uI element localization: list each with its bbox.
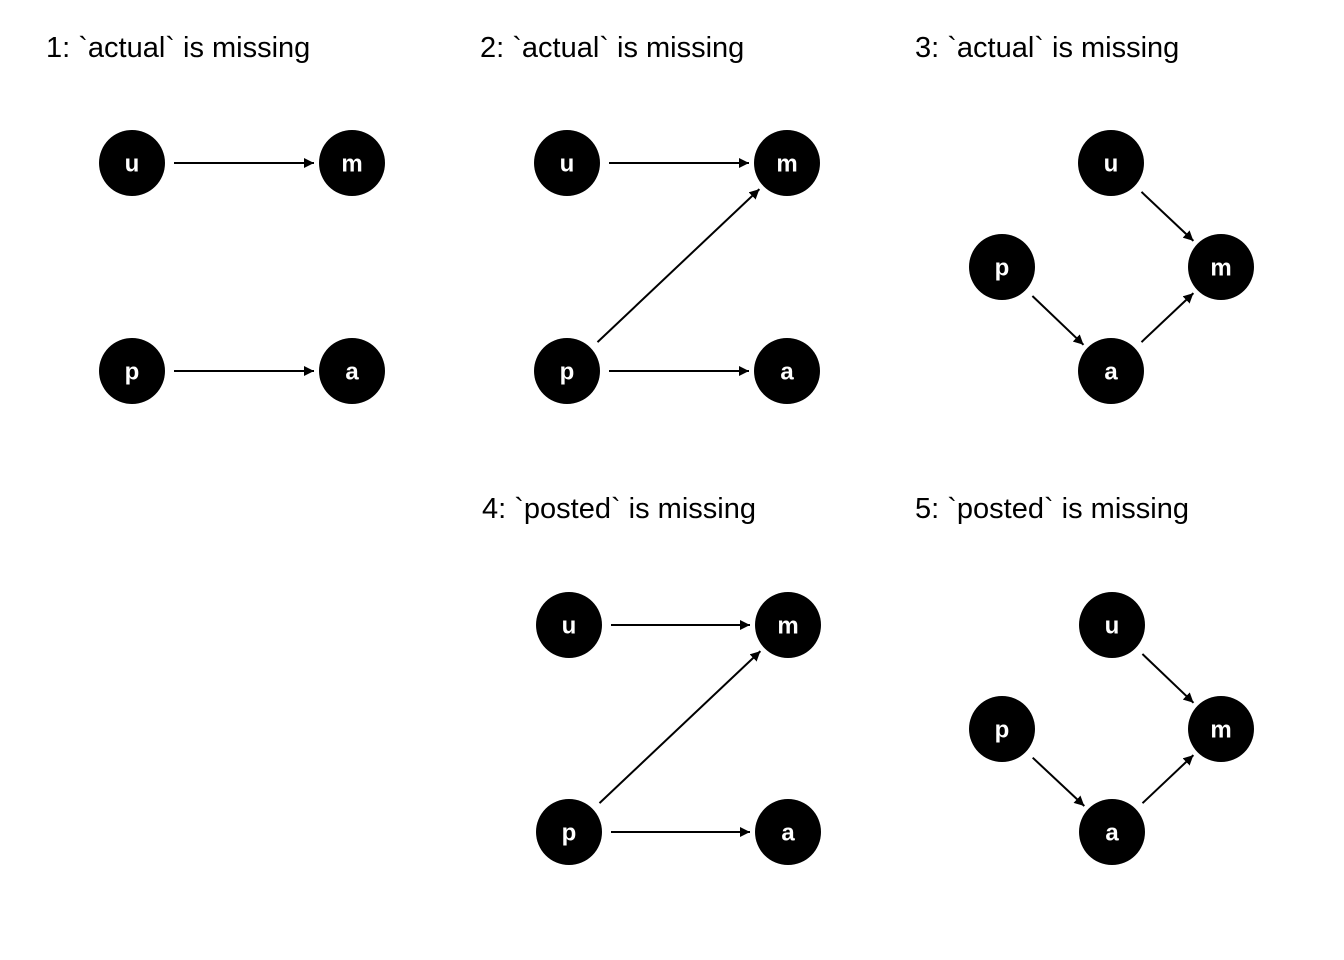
panel-5: 5: `posted` is missing u p m a <box>915 493 1254 865</box>
node-u: u <box>1079 592 1145 658</box>
svg-text:u: u <box>125 151 140 178</box>
panel-1-nodes: u m p a <box>99 130 385 404</box>
panel-4: 4: `posted` is missing u m p a <box>482 493 821 865</box>
svg-text:m: m <box>1210 255 1231 282</box>
panel-5-edges <box>1032 653 1195 807</box>
panel-1-edges <box>174 158 314 376</box>
svg-text:m: m <box>1210 717 1231 744</box>
svg-text:a: a <box>1104 359 1118 386</box>
node-m: m <box>1188 696 1254 762</box>
svg-text:a: a <box>345 359 359 386</box>
node-m: m <box>755 592 821 658</box>
node-a: a <box>1078 338 1144 404</box>
panel-1: 1: `actual` is missing u m p a <box>46 32 385 404</box>
panel-3-edges <box>1031 191 1195 346</box>
node-a: a <box>755 799 821 865</box>
svg-text:u: u <box>1105 613 1120 640</box>
panel-title: 4: `posted` is missing <box>482 493 756 525</box>
panel-title: 1: `actual` is missing <box>46 32 310 64</box>
svg-text:u: u <box>1104 151 1119 178</box>
panel-5-nodes: u p m a <box>969 592 1254 865</box>
edge-u-to-m <box>1140 191 1195 242</box>
edge-p-to-a <box>1032 756 1085 807</box>
svg-text:m: m <box>341 151 362 178</box>
svg-text:a: a <box>781 820 795 847</box>
panel-4-nodes: u m p a <box>536 592 821 865</box>
node-a: a <box>754 338 820 404</box>
svg-text:p: p <box>995 717 1010 744</box>
node-m: m <box>754 130 820 196</box>
svg-text:a: a <box>1105 820 1119 847</box>
node-a: a <box>1079 799 1145 865</box>
node-u: u <box>1078 130 1144 196</box>
svg-text:p: p <box>995 255 1010 282</box>
edge-p-to-m <box>596 188 761 343</box>
node-u: u <box>99 130 165 196</box>
node-p: p <box>534 338 600 404</box>
panel-2: 2: `actual` is missing u m p a <box>480 32 820 404</box>
panel-2-nodes: u m p a <box>534 130 820 404</box>
node-p: p <box>99 338 165 404</box>
svg-text:a: a <box>780 359 794 386</box>
svg-text:m: m <box>777 613 798 640</box>
svg-text:u: u <box>562 613 577 640</box>
edge-a-to-m <box>1140 292 1195 343</box>
node-m: m <box>1188 234 1254 300</box>
node-u: u <box>536 592 602 658</box>
svg-text:p: p <box>125 359 140 386</box>
node-p: p <box>536 799 602 865</box>
panel-2-edges <box>596 158 761 376</box>
panel-title: 3: `actual` is missing <box>915 32 1179 64</box>
edge-p-to-a <box>1031 295 1085 346</box>
panel-4-edges <box>598 620 762 837</box>
edge-u-to-m <box>1141 653 1195 704</box>
node-m: m <box>319 130 385 196</box>
node-p: p <box>969 696 1035 762</box>
panel-3-nodes: u p m a <box>969 130 1254 404</box>
svg-text:p: p <box>560 359 575 386</box>
panel-3: 3: `actual` is missing u p m a <box>915 32 1254 404</box>
node-p: p <box>969 234 1035 300</box>
svg-text:m: m <box>776 151 797 178</box>
node-u: u <box>534 130 600 196</box>
svg-text:p: p <box>562 820 577 847</box>
edge-a-to-m <box>1141 754 1195 804</box>
edge-p-to-m <box>598 650 762 804</box>
panel-title: 2: `actual` is missing <box>480 32 744 64</box>
panel-title: 5: `posted` is missing <box>915 493 1189 525</box>
node-a: a <box>319 338 385 404</box>
svg-text:u: u <box>560 151 575 178</box>
